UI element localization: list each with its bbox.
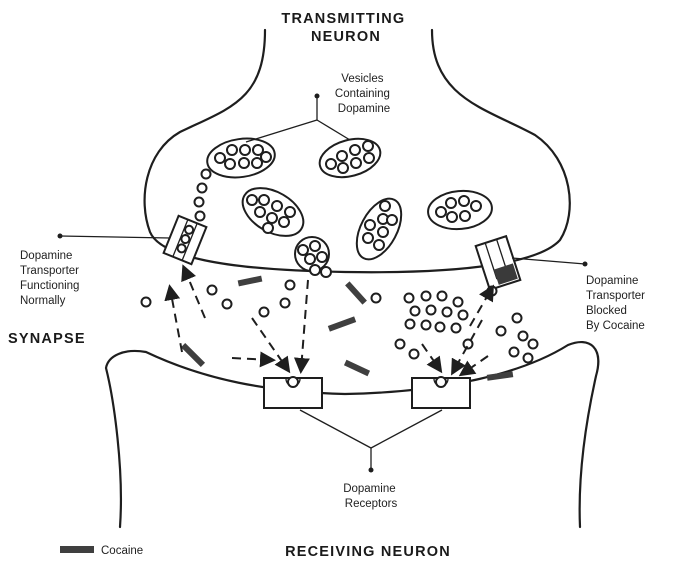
vesicles-label: Vesicles Containing Dopamine — [335, 73, 393, 115]
cocaine-legend-swatch — [60, 546, 94, 553]
dopamine-receptor — [412, 377, 470, 408]
vesicle — [205, 134, 278, 181]
vesicle — [348, 191, 411, 266]
synapse-label: SYNAPSE — [8, 331, 86, 347]
cocaine-legend-label: Cocaine — [101, 545, 143, 557]
vesicle — [315, 133, 384, 184]
vesicle — [234, 178, 311, 246]
vesicle — [426, 188, 493, 231]
receiving-neuron-title: RECEIVING NEURON — [285, 544, 451, 560]
cocaine-molecules — [181, 276, 513, 381]
dopamine-receptor — [264, 377, 322, 408]
diffusion-arrows — [170, 268, 492, 374]
transporter-normal-label: Dopamine Transporter Functioning Normall… — [20, 250, 83, 307]
transporter-blocked-label: Dopamine Transporter Blocked By Cocaine — [586, 275, 648, 332]
dopamine-transporter-normal — [164, 216, 207, 264]
dopamine-transporter-blocked — [476, 236, 521, 290]
receptors-label: Dopamine Receptors — [343, 483, 399, 510]
transmitting-neuron-title: TRANSMITTING NEURON — [281, 11, 410, 45]
